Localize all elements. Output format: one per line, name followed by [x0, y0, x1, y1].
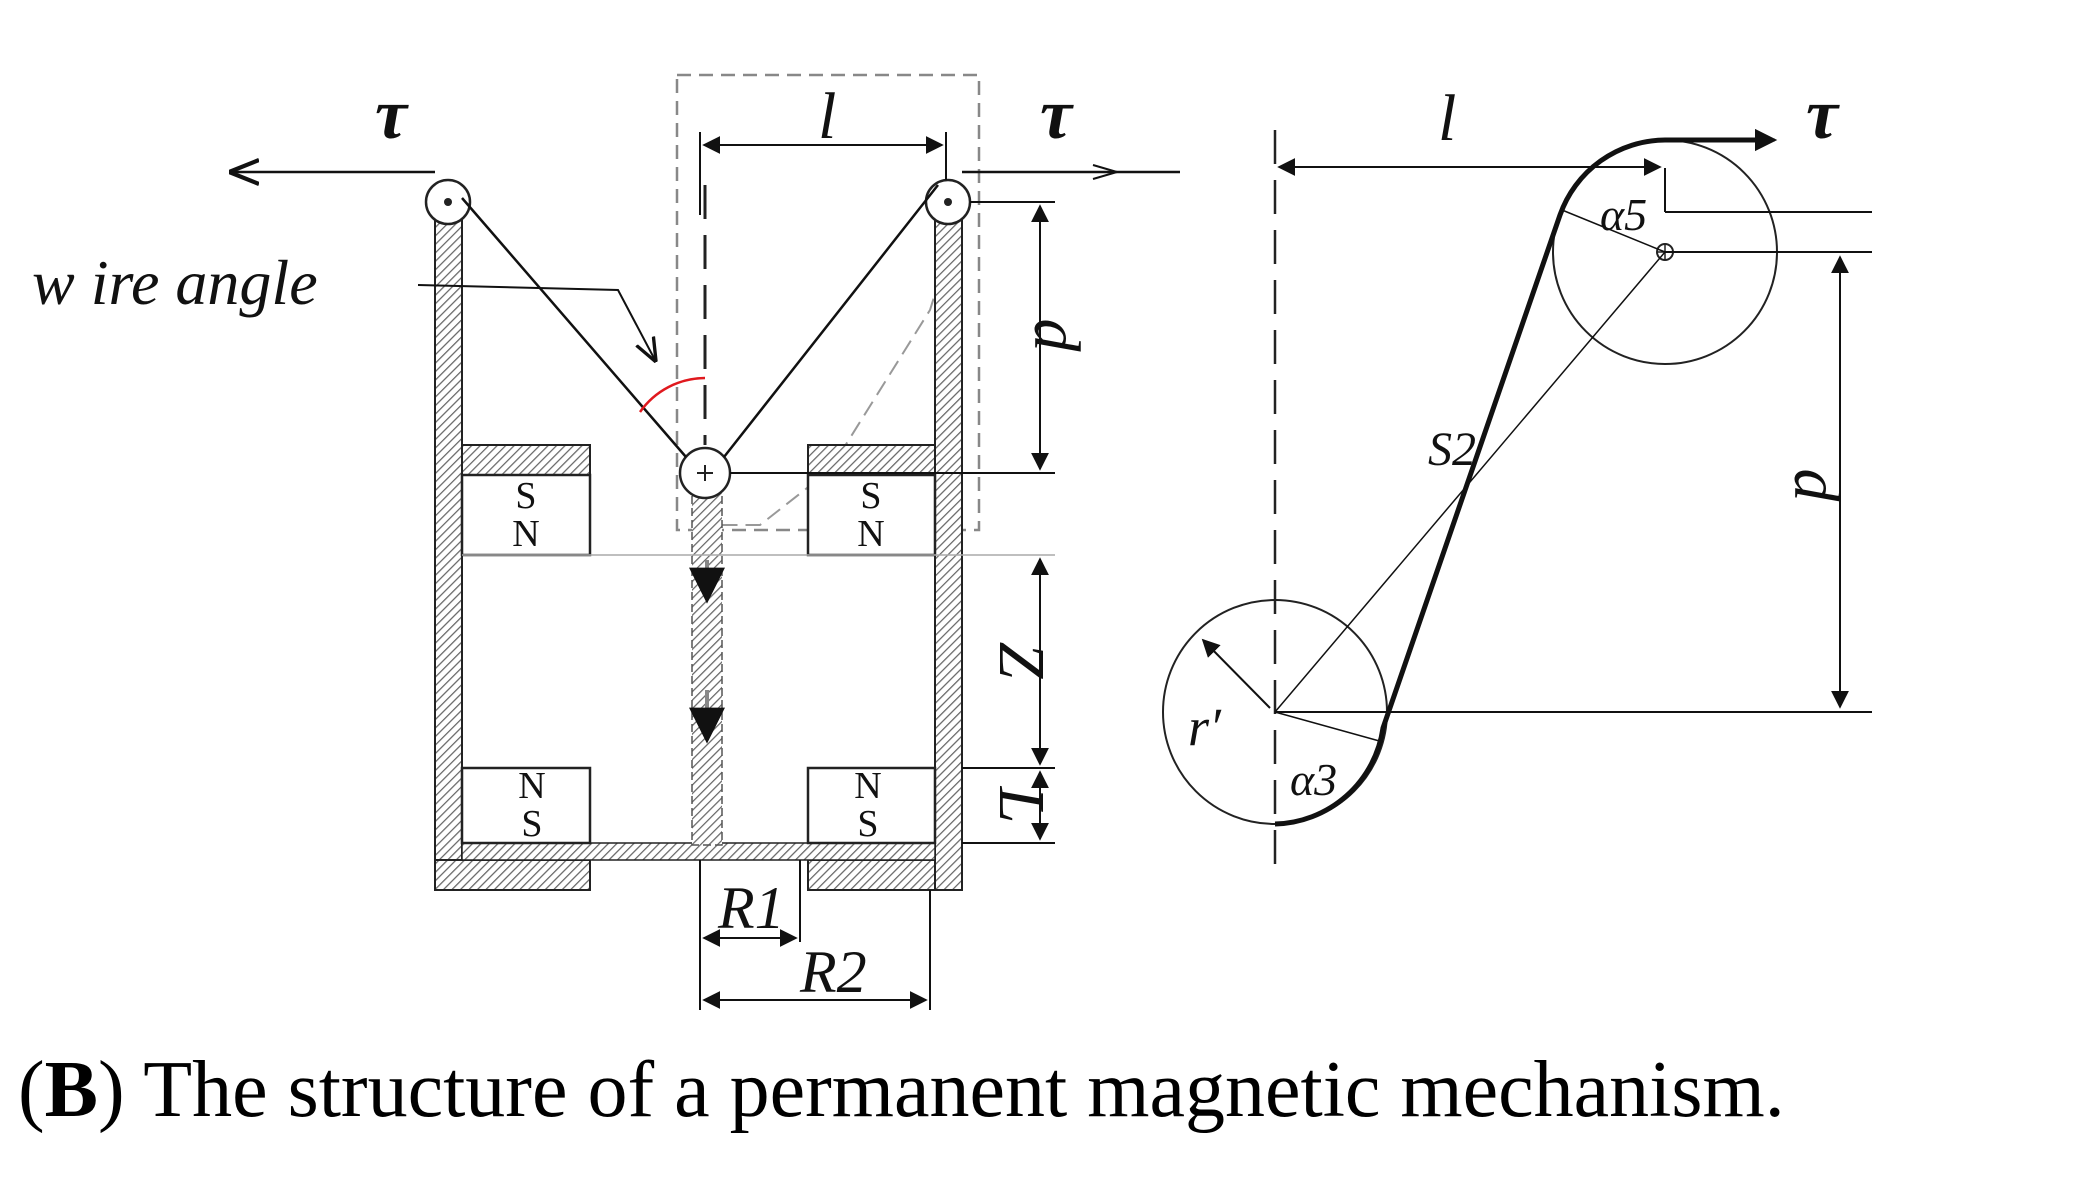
wire-angle-leader — [417, 284, 655, 360]
caption-text: ) The structure of a permanent magnetic … — [98, 1046, 1785, 1134]
magnet-bottom-right: N S — [806, 765, 937, 845]
radius-r-prime — [1201, 638, 1271, 709]
magnet-pole-label: S — [521, 803, 542, 845]
dim-d-right-label: d — [1780, 469, 1853, 503]
dim-r2-label: R2 — [799, 939, 867, 1005]
caption-letter: B — [44, 1046, 98, 1134]
pulley-center — [678, 446, 732, 500]
wire-angle-arc — [638, 376, 706, 413]
housing — [434, 204, 963, 891]
left-mechanism: S N S N N S N S — [32, 73, 1180, 1010]
s2-label: S2 — [1428, 423, 1476, 476]
magnet-pole-label: S — [857, 803, 878, 845]
center-line — [1274, 251, 1666, 713]
dim-d-label: d — [1020, 319, 1093, 353]
magnet-top-left: S N — [460, 473, 592, 557]
tau-label: τ — [375, 74, 409, 154]
wire — [461, 184, 939, 458]
r-prime-label: r′ — [1188, 697, 1222, 757]
dim-l-label: l — [818, 80, 836, 153]
wire-path — [1274, 137, 1760, 827]
figure-caption: (B) The structure of a permanent magneti… — [18, 1045, 2078, 1136]
dim-z-label: Z — [985, 642, 1058, 680]
pulley-right — [924, 178, 972, 226]
dim-l-right-label: l — [1438, 82, 1456, 155]
magnet-pole-label: S — [515, 475, 536, 517]
magnet-pole-label: N — [854, 765, 881, 807]
magnet-pole-label: S — [860, 475, 881, 517]
magnet-top-right: S N — [806, 473, 937, 557]
alpha5-label: α5 — [1600, 189, 1647, 240]
magnet-pole-label: N — [857, 513, 884, 555]
caption-open: ( — [18, 1046, 45, 1134]
dim-r1-label: R1 — [717, 875, 785, 941]
right-geometry: l τ α5 S2 d r′ α3 — [1162, 74, 1872, 870]
magnet-pole-label: N — [512, 513, 539, 555]
wire-angle-label: w ire angle — [32, 247, 318, 318]
tau-label: τ — [1806, 74, 1840, 154]
magnet-bottom-left: N S — [460, 765, 592, 845]
dim-l-small-label: L — [985, 786, 1058, 824]
pulley-left — [424, 178, 472, 226]
magnet-pole-label: N — [518, 765, 545, 807]
alpha3-label: α3 — [1290, 754, 1337, 805]
tau-label: τ — [1040, 74, 1074, 154]
